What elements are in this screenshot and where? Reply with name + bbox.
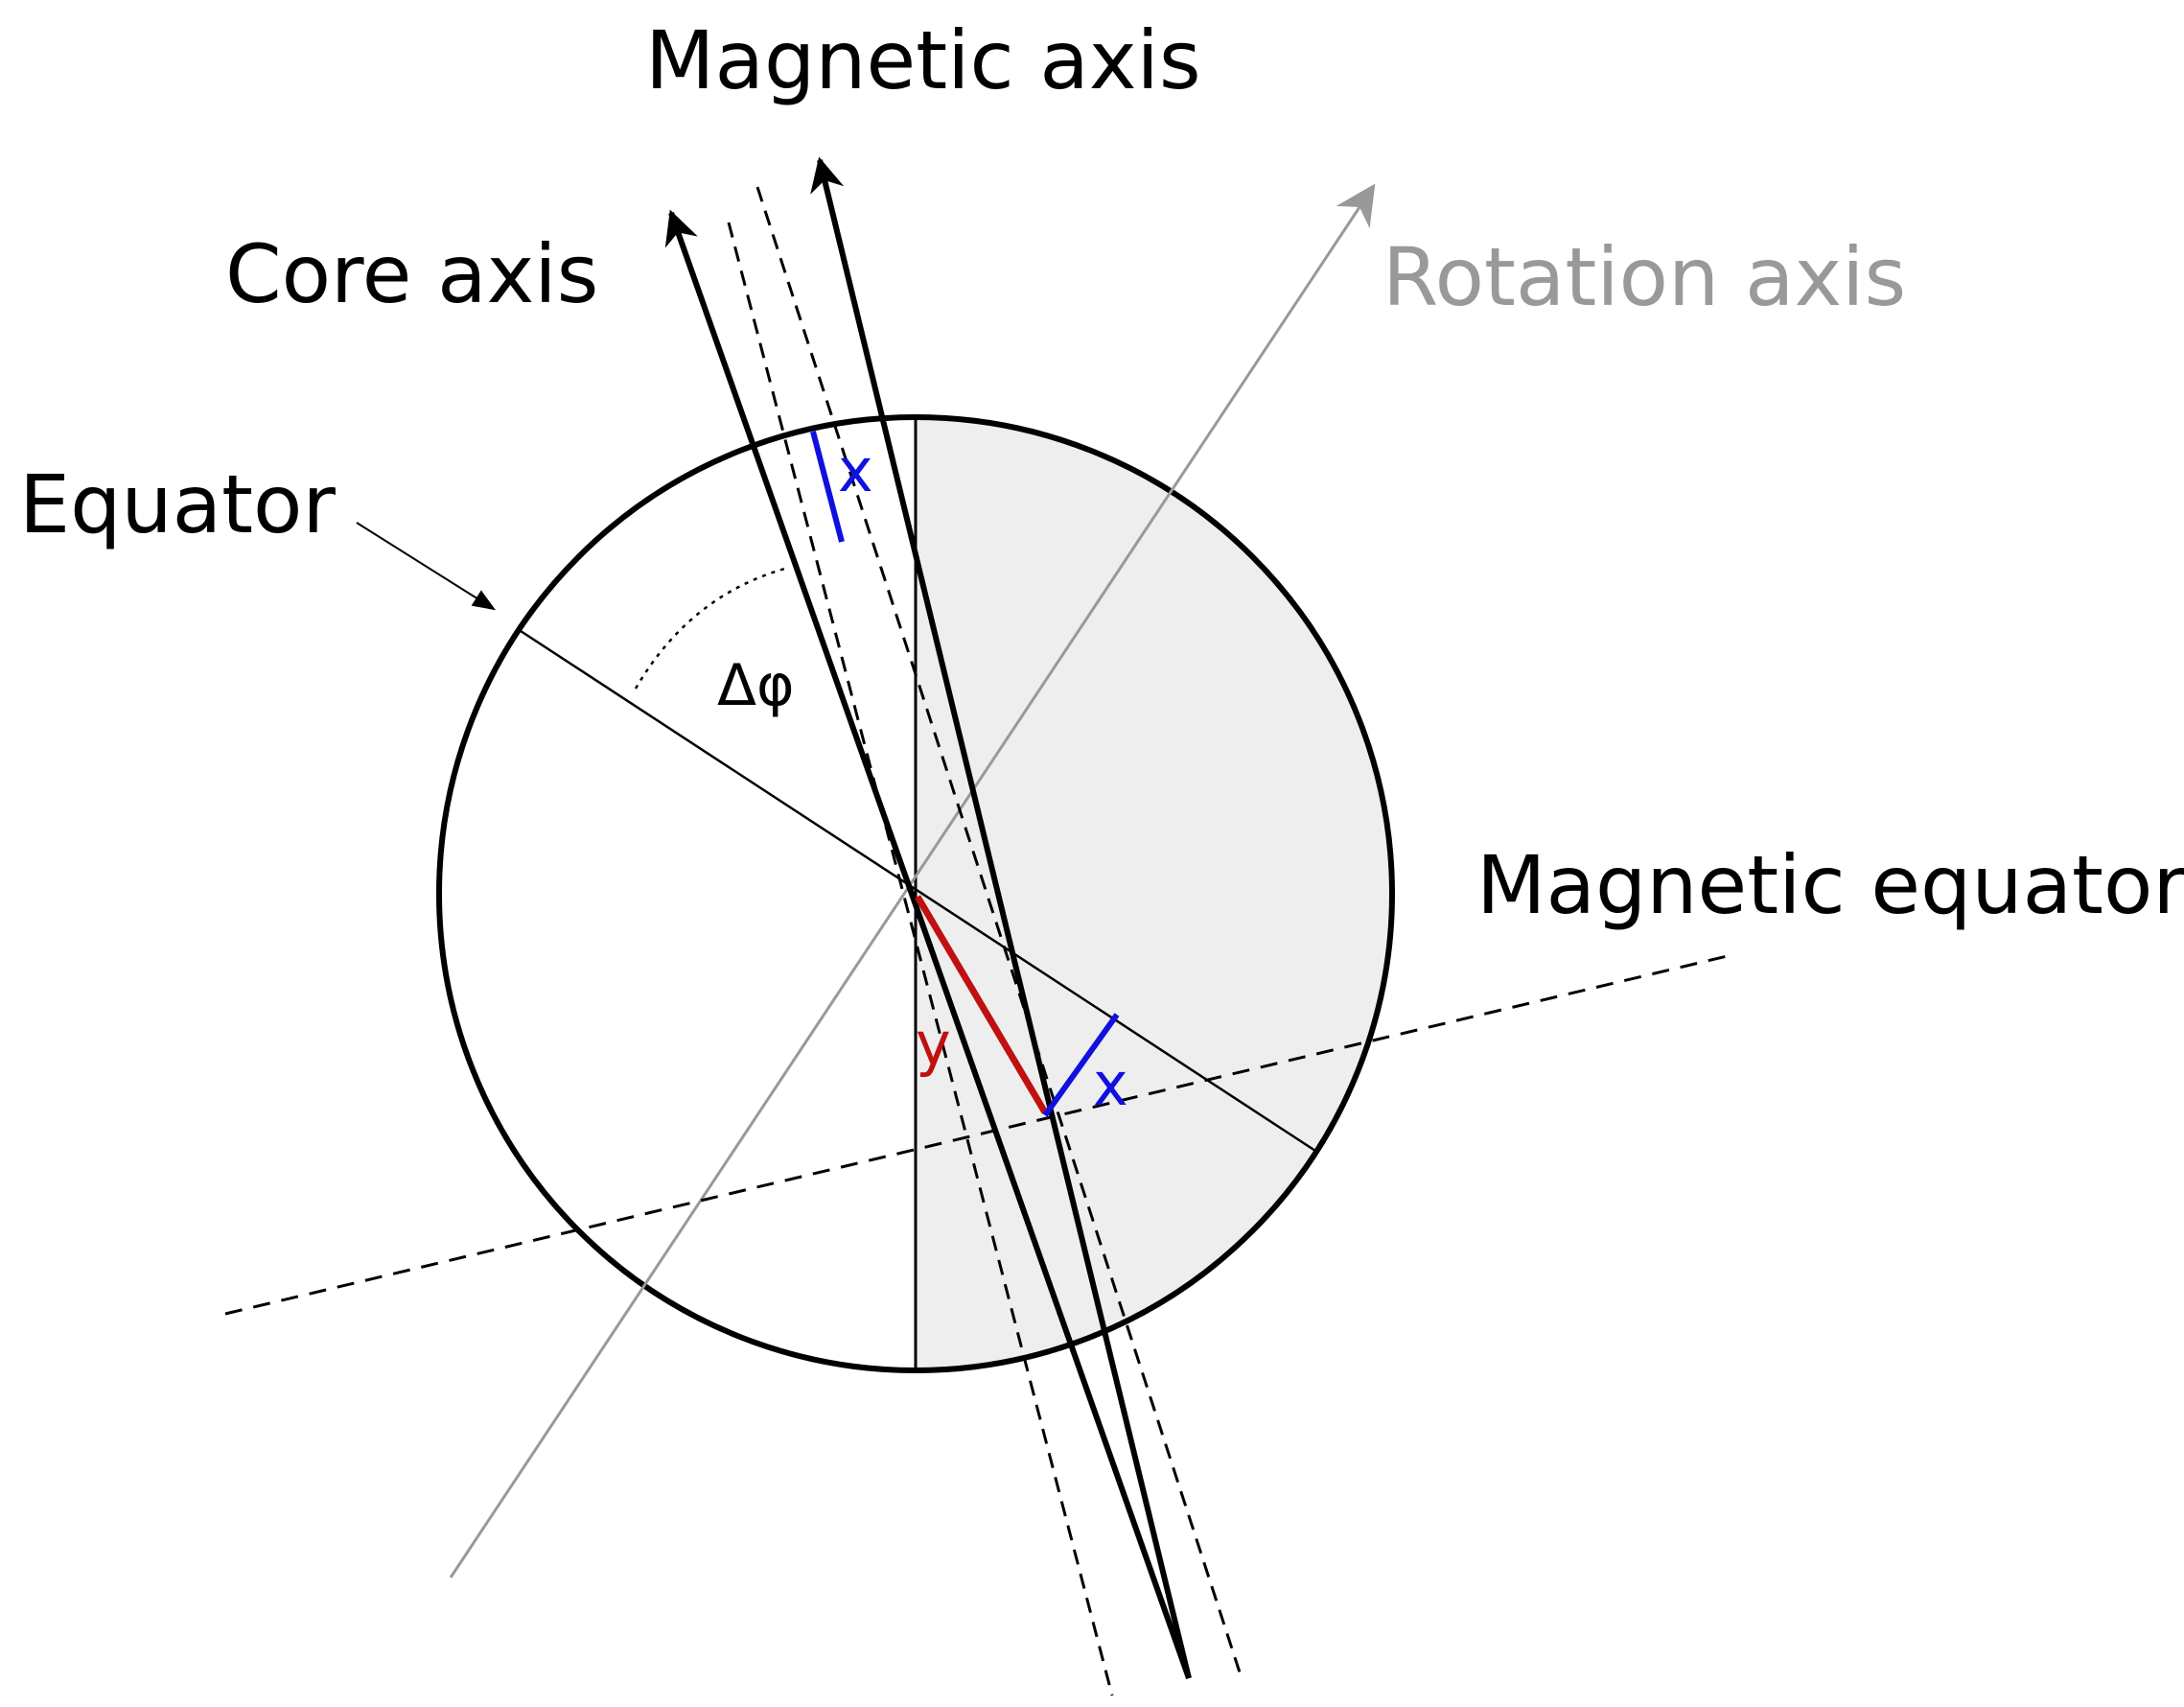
core-axis-line (664, 209, 1192, 1679)
x-top-label: x (838, 435, 873, 505)
magnetic-cone-dash-left (727, 222, 1114, 1696)
delta-phi-arc (634, 566, 789, 690)
y-label: y (916, 1009, 951, 1079)
y-segment (914, 895, 1049, 1114)
magnetic-axis-line (810, 156, 1192, 1679)
core-axis-label: Core axis (225, 227, 598, 321)
equator-pointer-arrow (356, 522, 497, 611)
rotation-axis-label: Rotation axis (1382, 230, 1906, 324)
magnetic-equator-label: Magnetic equator (1476, 838, 2184, 932)
shaded-hemisphere (916, 417, 1392, 1370)
x-segment-bottom (1042, 1013, 1120, 1117)
equator-line (520, 629, 1316, 1153)
rotation-axis-line (449, 183, 1376, 1578)
x-bottom-label: x (1093, 1049, 1128, 1119)
magnetic-cone-dash-right (755, 186, 1243, 1679)
x-segment-top (810, 431, 845, 543)
magnetic-axis-label: Magnetic axis (645, 13, 1201, 107)
delta-phi-label: Δφ (717, 652, 795, 719)
equator-label: Equator (19, 457, 336, 551)
